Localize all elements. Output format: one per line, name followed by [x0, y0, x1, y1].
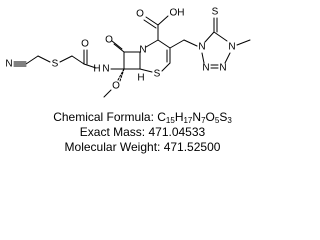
exact-mass: Exact Mass: 471.04533	[0, 125, 285, 139]
atom-n-tet1: N	[198, 42, 205, 53]
bond-lactam-co-a	[113, 43, 125, 53]
bond-ch2-carbonyl	[71, 55, 85, 65]
bond-cooh-o-b	[143, 19, 157, 29]
bond-tet1-c5	[204, 31, 215, 43]
bond-c4-s	[161, 62, 171, 72]
bond-carbonyl-n	[83, 63, 97, 69]
atom-o-acid: O	[136, 9, 144, 20]
bond-ch2-nitrile	[25, 55, 39, 65]
chemical-formula: Chemical Formula: C15H17N7O5S3	[0, 110, 285, 128]
atom-h-amide: H	[93, 64, 100, 75]
bond-cooh-o-a	[145, 16, 159, 26]
molecular-weight-value: 471.52500	[163, 140, 221, 154]
atom-n-tet4: N	[228, 42, 235, 53]
molecular-weight: Molecular Weight: 471.52500	[0, 140, 285, 154]
bond-c3-ch2	[169, 39, 185, 49]
formula-label: Chemical Formula:	[53, 110, 158, 124]
atom-s-thioether: S	[52, 59, 59, 70]
atom-n-amide: N	[102, 64, 109, 75]
atom-oh-acid: OH	[170, 8, 185, 19]
bond-o-methyl	[103, 89, 112, 98]
atom-n-tet2: N	[202, 63, 209, 74]
bond-cooh-oh	[157, 15, 169, 26]
bond-c7-methoxy-wedge	[117, 68, 125, 82]
molecular-weight-label: Molecular Weight:	[64, 140, 164, 154]
exact-mass-value: 471.04533	[148, 125, 206, 139]
bond-s-ch2	[59, 55, 73, 63]
chemical-structure-diagram: N S O H N O N O H S O OH N N N N	[5, 7, 251, 98]
atom-n-nitrile: N	[5, 59, 12, 70]
atom-s-ring: S	[154, 69, 161, 80]
exact-mass-label: Exact Mass:	[79, 125, 149, 139]
bond-ntet4-methyl	[236, 39, 251, 46]
bond-ch2-s	[37, 55, 51, 63]
bond-ntet2-ntet1	[201, 52, 205, 64]
atom-h-ring: H	[137, 73, 144, 84]
atom-o-amide: O	[81, 39, 89, 50]
atom-o-methoxy: O	[112, 81, 120, 92]
atom-n-tet3: N	[219, 63, 226, 74]
bond-lactam-co-b	[111, 40, 123, 50]
bond-s-c6	[139, 68, 153, 73]
atom-n-lactam: N	[139, 45, 146, 56]
bond-c5-ntet4	[213, 31, 228, 42]
bond-ntet4-ntet3	[224, 52, 231, 64]
bond-n-c2	[145, 39, 159, 48]
bond-c2-c3	[157, 39, 171, 49]
atom-o-lactam: O	[105, 35, 113, 46]
bond-ch2-ntet	[183, 39, 198, 47]
atom-s-thione: S	[212, 7, 219, 18]
formula-value: C15H17N7O5S3	[157, 110, 232, 125]
